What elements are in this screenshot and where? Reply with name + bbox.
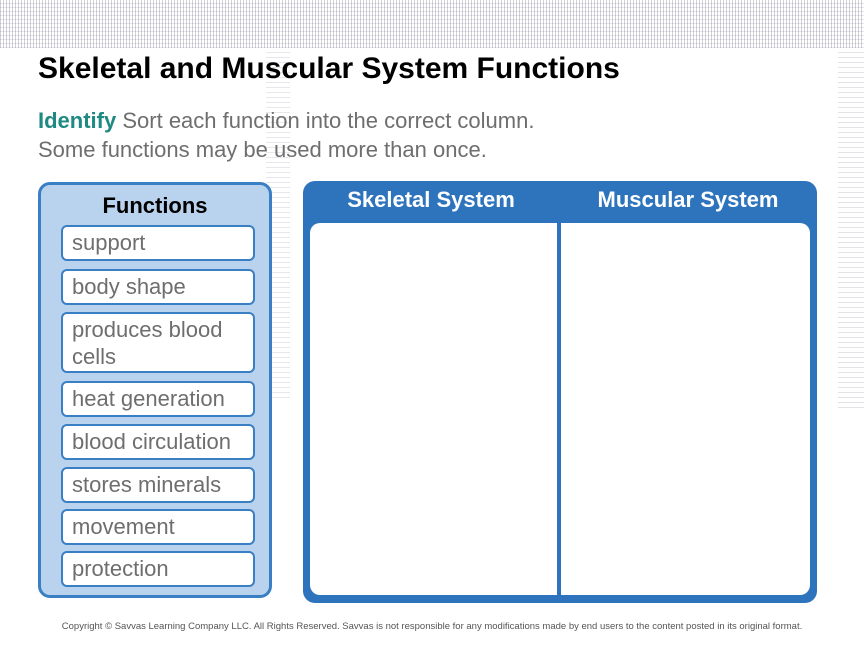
sort-board: Skeletal System Muscular System (303, 181, 817, 603)
functions-panel: Functions support body shape produces bl… (38, 182, 272, 598)
function-card-stores-minerals[interactable]: stores minerals (61, 467, 255, 503)
function-card-movement[interactable]: movement (61, 509, 255, 545)
column-header-skeletal: Skeletal System (347, 187, 515, 212)
function-card-blood-circulation[interactable]: blood circulation (61, 424, 255, 460)
background-texture-top (0, 0, 864, 48)
drop-zone-muscular[interactable] (561, 223, 810, 595)
function-card-body-shape[interactable]: body shape (61, 269, 255, 305)
drop-zone-skeletal[interactable] (310, 223, 557, 595)
function-card-heat-generation[interactable]: heat generation (61, 381, 255, 417)
page-title: Skeletal and Muscular System Functions (38, 52, 620, 85)
column-header-muscular: Muscular System (597, 187, 779, 212)
functions-heading: Functions (102, 193, 208, 218)
instructions: Identify Sort each function into the cor… (38, 106, 638, 164)
instructions-line-2: Some functions may be used more than onc… (38, 137, 487, 162)
instructions-line-1: Identify Sort each function into the cor… (38, 106, 638, 135)
function-card-support[interactable]: support (61, 225, 255, 261)
function-card-protection[interactable]: protection (61, 551, 255, 587)
background-texture-right (838, 48, 864, 408)
instructions-keyword: Identify (38, 108, 117, 133)
function-card-produces-blood-cells[interactable]: produces blood cells (61, 312, 255, 373)
column-divider (557, 181, 561, 603)
instructions-text-1: Sort each function into the correct colu… (122, 108, 535, 133)
copyright-notice: Copyright © Savvas Learning Company LLC.… (61, 621, 803, 632)
